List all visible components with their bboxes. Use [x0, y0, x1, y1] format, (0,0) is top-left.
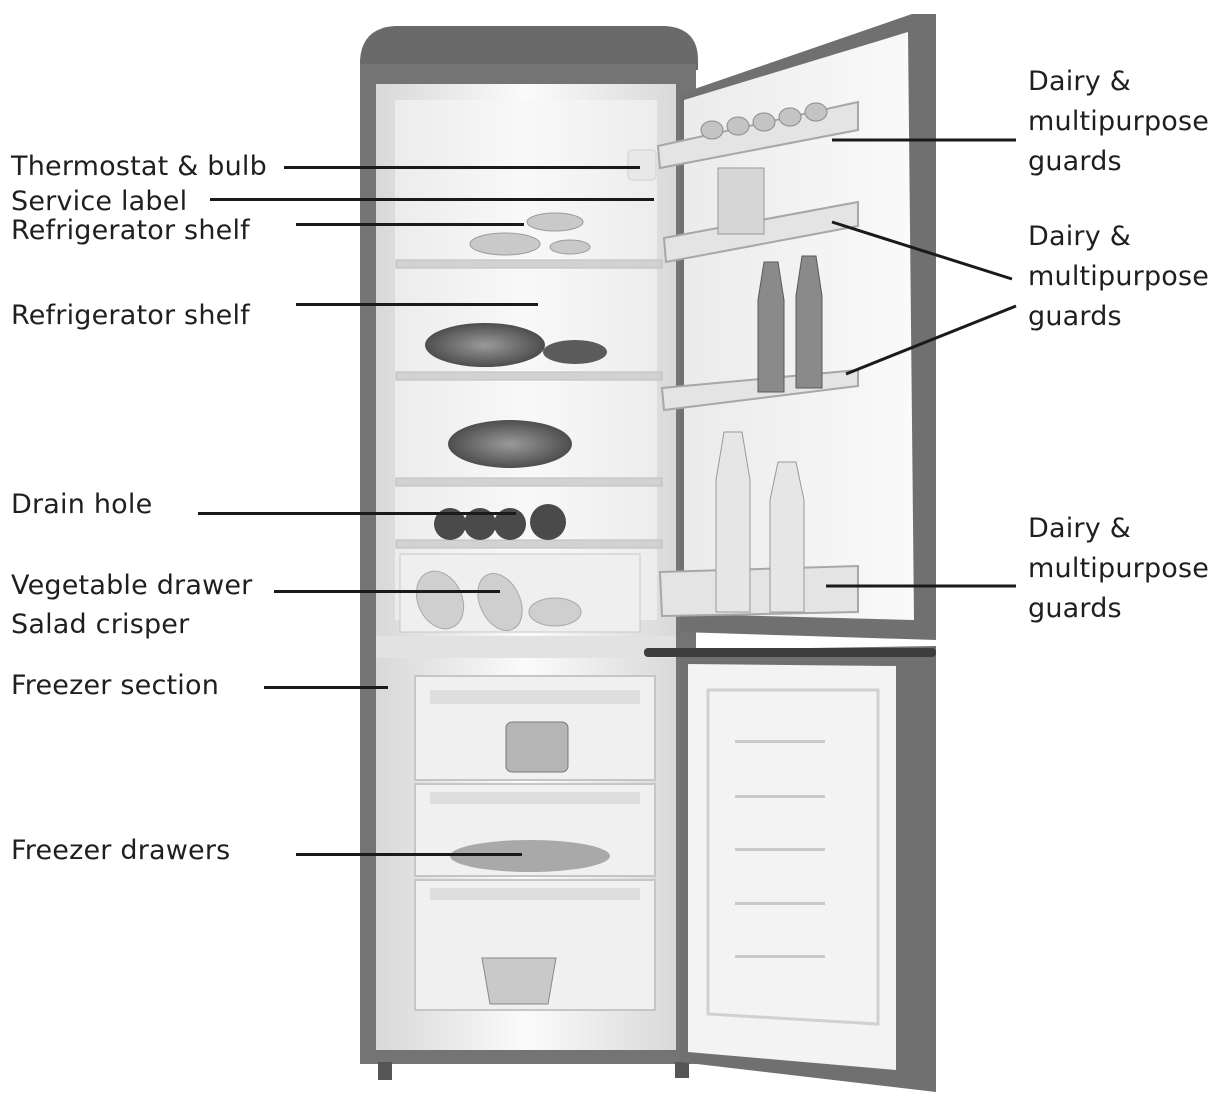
label-line: Dairy & — [1028, 513, 1131, 544]
label-line: multipurpose — [1028, 261, 1210, 292]
label-salad-crisper: Salad crisper — [11, 609, 190, 640]
leader-line-thermostat — [284, 166, 640, 169]
bottles — [757, 255, 823, 393]
label-line: guards — [1028, 301, 1122, 332]
label-service-label: Service label — [11, 186, 188, 217]
label-drain-hole: Drain hole — [11, 489, 153, 520]
label-freezer-section: Freezer section — [11, 670, 220, 701]
label-line: multipurpose — [1028, 553, 1210, 584]
bread-food — [469, 212, 591, 256]
label-dairy-guards-top: Dairy & multipurpose guards — [1028, 62, 1209, 182]
greens-food — [425, 323, 607, 468]
leader-line-freezer-drawers — [296, 853, 522, 856]
leader-line-service-label — [210, 198, 654, 201]
label-line: multipurpose — [1028, 106, 1210, 137]
label-dairy-guards-bottom: Dairy & multipurpose guards — [1028, 509, 1209, 629]
label-freezer-drawers: Freezer drawers — [11, 835, 231, 866]
label-line: guards — [1028, 593, 1122, 624]
leader-line-shelf-1 — [296, 223, 524, 226]
leader-line-drain-hole — [198, 512, 516, 515]
label-vegetable-drawer: Vegetable drawer — [11, 570, 253, 601]
label-line: Dairy & — [1028, 221, 1131, 252]
label-line: Dairy & — [1028, 66, 1131, 97]
tomatoes-food — [434, 504, 566, 540]
leader-line-freezer-section — [264, 686, 388, 689]
thermostat — [627, 149, 657, 181]
label-refrigerator-shelf-1: Refrigerator shelf — [11, 215, 250, 246]
leader-line-vegetable-drawer — [274, 590, 500, 593]
label-dairy-guards-middle: Dairy & multipurpose guards — [1028, 217, 1209, 337]
handle — [644, 648, 936, 657]
divider — [376, 636, 676, 658]
label-line: guards — [1028, 146, 1122, 177]
leader-line-shelf-2 — [296, 303, 538, 306]
label-thermostat-bulb: Thermostat & bulb — [11, 151, 267, 182]
cabinet-top — [360, 26, 698, 70]
fridge-shelves — [395, 259, 663, 549]
label-refrigerator-shelf-2: Refrigerator shelf — [11, 300, 250, 331]
